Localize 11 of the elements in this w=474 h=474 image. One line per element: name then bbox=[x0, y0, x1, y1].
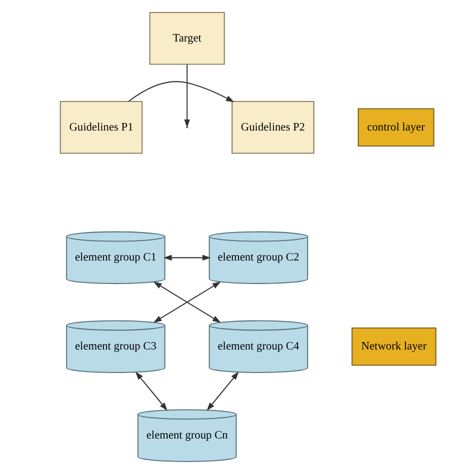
node-box: Network layer bbox=[352, 328, 436, 366]
node-box: Guidelines P2 bbox=[232, 100, 314, 154]
node-box: control layer bbox=[358, 108, 434, 146]
arrow bbox=[206, 372, 239, 411]
arrow bbox=[135, 372, 168, 411]
node-box: Guidelines P1 bbox=[60, 100, 143, 154]
arrow bbox=[153, 282, 221, 323]
arrow bbox=[128, 81, 234, 102]
arrow bbox=[164, 254, 211, 261]
arrow bbox=[184, 64, 190, 128]
node-box: Target bbox=[149, 12, 225, 65]
